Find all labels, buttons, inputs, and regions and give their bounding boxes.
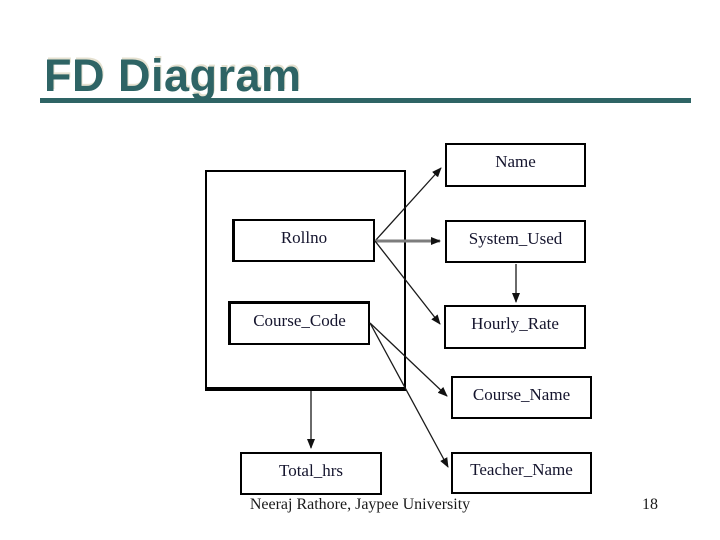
box-teacher-name-label: Teacher_Name [470, 460, 573, 479]
box-name: Name [445, 143, 586, 187]
box-rollno-label: Rollno [280, 227, 328, 247]
box-name-label: Name [495, 152, 536, 171]
page-number: 18 [642, 496, 658, 513]
box-hourly-rate-label: Hourly_Rate [471, 314, 559, 333]
box-course-code-label: Course_Code [253, 310, 346, 330]
box-hourly-rate: Hourly_Rate [444, 305, 586, 349]
box-system-used: System_Used [445, 220, 586, 263]
box-course-code: Course_Code [228, 301, 370, 345]
footer-credit: Neeraj Rathore, Jaypee University [249, 496, 471, 513]
box-course-name: Course_Name [451, 376, 592, 419]
composite-key-outline-box [205, 170, 406, 391]
box-teacher-name: Teacher_Name [451, 452, 592, 494]
box-total-hrs-label: Total_hrs [279, 460, 343, 480]
box-rollno: Rollno [232, 219, 375, 262]
box-course-name-label: Course_Name [472, 384, 571, 404]
slide-title: FD Diagram [44, 50, 302, 101]
title-underline-rule [40, 98, 691, 103]
box-total-hrs: Total_hrs [240, 452, 382, 495]
box-system-used-label: System_Used [468, 228, 563, 248]
